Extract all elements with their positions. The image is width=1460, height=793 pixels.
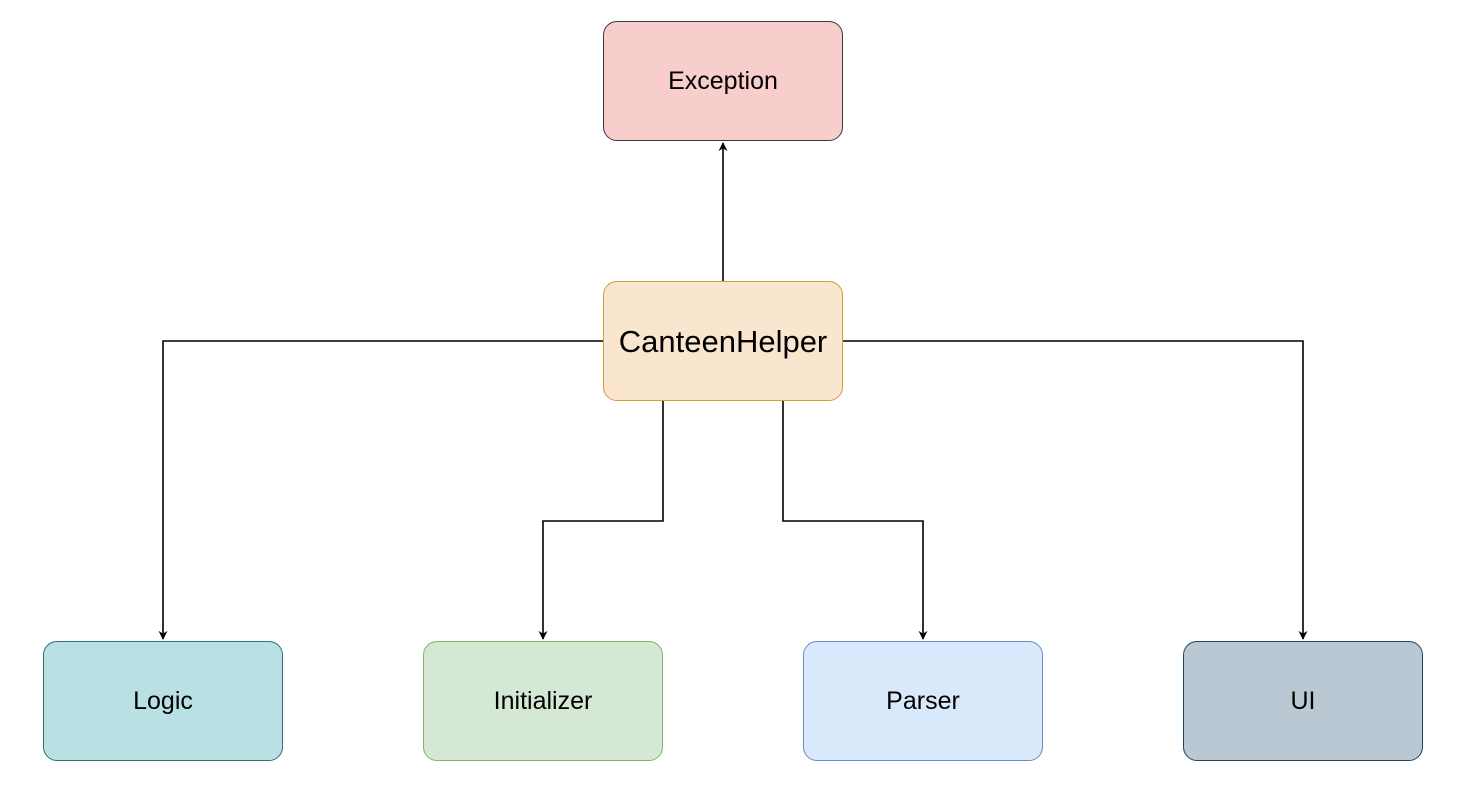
edge-canteen-to-ui	[843, 340, 1308, 640]
exception-node[interactable]: Exception	[603, 21, 843, 141]
initializer-node[interactable]: Initializer	[423, 641, 663, 761]
parser-label: Parser	[886, 686, 960, 715]
edge-canteen-to-parser	[782, 401, 928, 640]
canteen-helper-node[interactable]: CanteenHelper	[603, 281, 843, 401]
canteen-helper-label: CanteenHelper	[618, 323, 828, 359]
logic-node[interactable]: Logic	[43, 641, 283, 761]
ui-label: UI	[1290, 686, 1316, 715]
edge-canteen-to-initializer	[538, 401, 664, 640]
ui-node[interactable]: UI	[1183, 641, 1423, 761]
initializer-label: Initializer	[493, 686, 593, 715]
exception-label: Exception	[668, 66, 778, 95]
edge-canteen-to-logic	[158, 340, 603, 640]
parser-node[interactable]: Parser	[803, 641, 1043, 761]
logic-label: Logic	[133, 686, 193, 715]
